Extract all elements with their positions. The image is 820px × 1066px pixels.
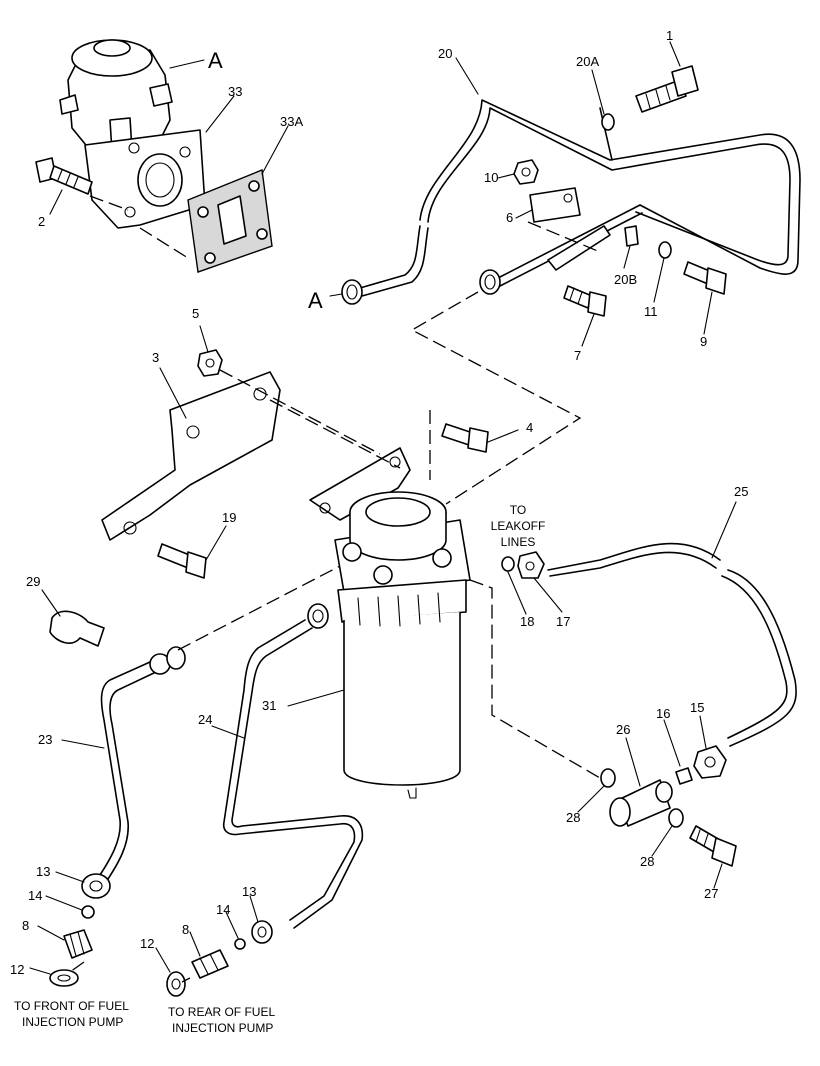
sleeve-14-rear [234, 938, 246, 950]
bolt-27 [689, 825, 737, 867]
mounting-bracket-3 [101, 371, 281, 541]
bolt-2 [35, 157, 93, 195]
callout-11: 11 [644, 304, 658, 319]
bolt-9 [683, 261, 727, 295]
sleeve-14-front [81, 905, 95, 919]
callout-28-lower: 28 [640, 854, 654, 869]
assembly-lines [69, 195, 601, 983]
washer-20A [601, 113, 615, 131]
washer-28-upper [600, 768, 616, 788]
callout-23: 23 [38, 732, 52, 747]
nut-13-rear [251, 920, 273, 944]
callout-labels: 1 20A 20 33 33A A A 2 10 6 20B 11 9 7 5 … [10, 28, 748, 977]
fuel-line-20 [359, 99, 801, 297]
callout-18: 18 [520, 614, 534, 629]
washer-12-rear [166, 971, 186, 997]
note-front-line2: INJECTION PUMP [22, 1015, 123, 1029]
callout-4: 4 [526, 420, 533, 435]
note-leakoff-line2: LEAKOFF [491, 519, 546, 533]
callout-A-line: A [308, 288, 323, 313]
clip-29 [49, 610, 105, 647]
callout-14-front: 14 [28, 888, 42, 903]
fitting-23-top [149, 646, 186, 675]
callout-8-front: 8 [22, 918, 29, 933]
bolt-19 [157, 543, 207, 579]
callout-20B: 20B [614, 272, 637, 287]
bolt-4 [441, 423, 489, 453]
tee-fitting-26 [609, 779, 673, 827]
note-rear-line1: TO REAR OF FUEL [168, 1005, 275, 1019]
connector-8-front [63, 929, 93, 959]
fuel-line-23 [97, 661, 157, 883]
callout-25: 25 [734, 484, 748, 499]
washer-12-front [49, 969, 79, 987]
bolt-1 [635, 65, 699, 113]
fuel-transfer-pump [59, 39, 206, 229]
callout-15: 15 [690, 700, 704, 715]
callout-5: 5 [192, 306, 199, 321]
nut-15 [693, 745, 727, 779]
leader-lines [29, 41, 737, 975]
fuel-filter-base [309, 447, 471, 599]
callout-20: 20 [438, 46, 452, 61]
callout-31: 31 [262, 698, 276, 713]
connector-8-rear [191, 949, 229, 979]
callout-26: 26 [616, 722, 630, 737]
callout-33: 33 [228, 84, 242, 99]
note-leakoff-line1: TO [510, 503, 526, 517]
clip-20B [624, 225, 639, 247]
callout-9: 9 [700, 334, 707, 349]
fuel-line-25 [547, 542, 797, 747]
callout-24: 24 [198, 712, 212, 727]
fitting-24-top [307, 603, 329, 629]
nut-13-front [81, 873, 111, 899]
bolt-7 [563, 285, 607, 317]
fuel-filter-31 [337, 579, 467, 799]
fuel-line-24 [222, 619, 364, 929]
notes: TO LEAKOFF LINES TO FRONT OF FUEL INJECT… [14, 503, 545, 1035]
callout-7: 7 [574, 348, 581, 363]
note-rear-line2: INJECTION PUMP [172, 1021, 273, 1035]
callout-6: 6 [506, 210, 513, 225]
callout-8-rear: 8 [182, 922, 189, 937]
fitting-18 [501, 556, 515, 572]
nut-5 [197, 349, 223, 377]
nut-10 [513, 159, 539, 185]
callout-20A: 20A [576, 54, 599, 69]
callout-A-pump: A [208, 48, 223, 73]
callout-12-front: 12 [10, 962, 24, 977]
callout-1: 1 [666, 28, 673, 43]
callout-14-rear: 14 [216, 902, 230, 917]
fitting-17 [517, 551, 545, 579]
callout-3: 3 [152, 350, 159, 365]
fitting-20-end [479, 269, 501, 295]
callout-27: 27 [704, 886, 718, 901]
callout-19: 19 [222, 510, 236, 525]
callout-13-rear: 13 [242, 884, 256, 899]
washer-11 [658, 241, 672, 259]
callout-28-upper: 28 [566, 810, 580, 825]
sleeve-16 [675, 767, 693, 785]
callout-2: 2 [38, 214, 45, 229]
callout-33A: 33A [280, 114, 303, 129]
note-front-line1: TO FRONT OF FUEL [14, 999, 129, 1013]
callout-16: 16 [656, 706, 670, 721]
callout-13-front: 13 [36, 864, 50, 879]
note-leakoff-line3: LINES [501, 535, 536, 549]
callout-17: 17 [556, 614, 570, 629]
callout-29: 29 [26, 574, 40, 589]
gasket [187, 169, 273, 273]
callout-10: 10 [484, 170, 498, 185]
clip-bracket-6 [529, 187, 611, 271]
fitting-a [341, 279, 363, 305]
callout-12-rear: 12 [140, 936, 154, 951]
washer-28-lower [668, 808, 684, 828]
